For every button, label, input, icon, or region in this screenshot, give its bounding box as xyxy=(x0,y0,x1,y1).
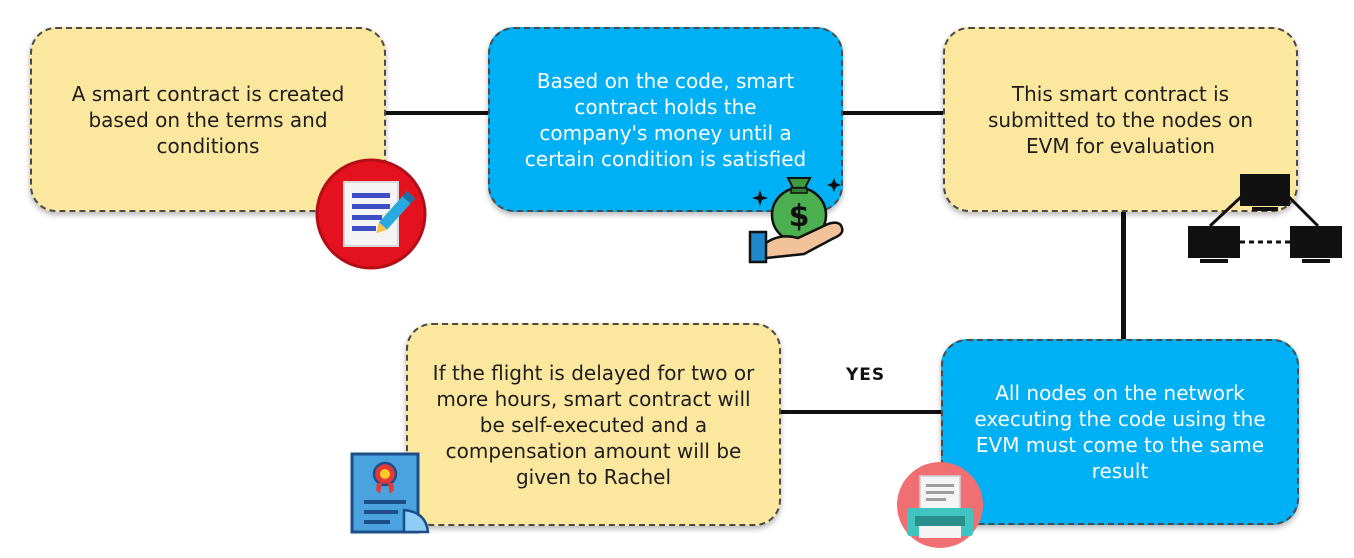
printer-icon xyxy=(897,462,983,548)
computer-network-icon xyxy=(1188,174,1342,263)
step-submit-nodes-text: This smart contract is submitted to the … xyxy=(987,81,1254,158)
connector-create-hold xyxy=(384,111,490,115)
step-create-contract-text: A smart contract is created based on the… xyxy=(71,81,345,158)
money-bag-hand-icon: $ xyxy=(748,177,844,264)
svg-text:$: $ xyxy=(789,199,810,234)
step-nodes-execute: All nodes on the network executing the c… xyxy=(941,339,1299,525)
connector-submit-execute xyxy=(1121,210,1126,342)
document-pen-icon xyxy=(315,158,427,270)
step-submit-nodes: This smart contract is submitted to the … xyxy=(943,27,1298,212)
step-compensation: If the flight is delayed for two or more… xyxy=(406,323,781,526)
connector-hold-submit xyxy=(842,111,946,115)
step-compensation-text: If the flight is delayed for two or more… xyxy=(432,360,755,489)
step-hold-money-text: Based on the code, smart contract holds … xyxy=(524,68,807,171)
edge-label-yes: YES xyxy=(846,365,886,385)
step-create-contract: A smart contract is created based on the… xyxy=(30,27,386,212)
step-nodes-execute-text: All nodes on the network executing the c… xyxy=(974,381,1266,483)
certificate-icon xyxy=(350,452,430,534)
step-hold-money: Based on the code, smart contract holds … xyxy=(488,27,843,212)
connector-execute-payout xyxy=(780,410,944,414)
